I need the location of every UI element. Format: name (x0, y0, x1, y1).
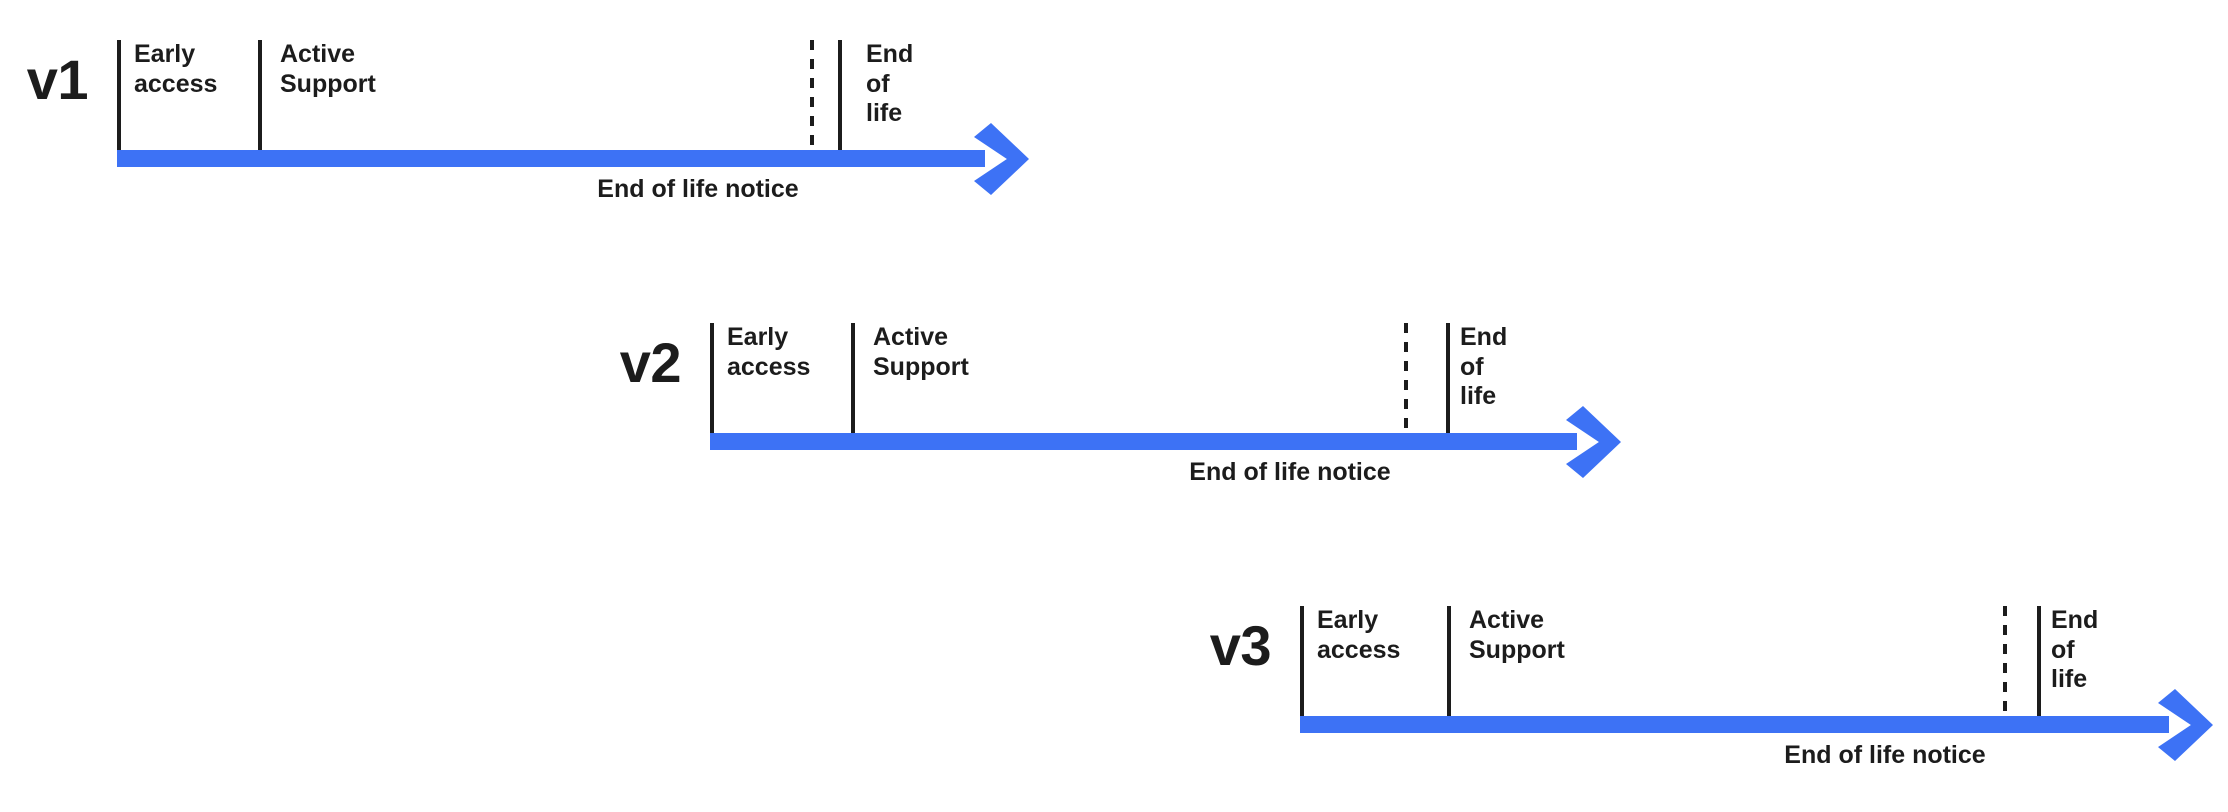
arrow-right-icon-v1 (974, 122, 1029, 195)
phase-label-v2-early-access: Early access (727, 323, 811, 381)
phase-label-v3-active-support: Active Support (1469, 606, 1565, 664)
end-of-life-notice-marker-v2 (1404, 323, 1408, 433)
version-label-v3: v3 (1209, 614, 1272, 677)
phase-label-v2-active-support: Active Support (873, 323, 969, 381)
end-of-life-notice-label-v3: End of life notice (1784, 741, 1986, 769)
phase-label-v3-end-of-life: End of life (2051, 606, 2099, 693)
phase-divider-v2-2 (1446, 323, 1450, 433)
phase-divider-v1-0 (117, 40, 121, 150)
phase-divider-v2-1 (851, 323, 855, 433)
version-label-v1: v1 (26, 48, 89, 111)
arrow-right-icon-v2 (1566, 405, 1621, 478)
phase-label-v3-early-access: Early access (1317, 606, 1401, 664)
arrow-right-icon-v3 (2158, 688, 2213, 761)
phase-divider-v2-0 (710, 323, 714, 433)
timeline-bar-v2 (710, 433, 1577, 450)
end-of-life-notice-marker-v3 (2003, 606, 2007, 716)
phase-divider-v3-1 (1447, 606, 1451, 716)
phase-divider-v3-0 (1300, 606, 1304, 716)
phase-divider-v3-2 (2037, 606, 2041, 716)
phase-label-v1-active-support: Active Support (280, 40, 376, 98)
end-of-life-notice-label-v1: End of life notice (597, 175, 799, 203)
phase-divider-v1-1 (258, 40, 262, 150)
timeline-bar-v3 (1300, 716, 2169, 733)
phase-label-v1-end-of-life: End of life (866, 40, 914, 127)
version-label-v2: v2 (619, 331, 682, 394)
timeline-bar-v1 (117, 150, 985, 167)
phase-label-v1-early-access: Early access (134, 40, 218, 98)
end-of-life-notice-label-v2: End of life notice (1189, 458, 1391, 486)
end-of-life-notice-marker-v1 (810, 40, 814, 150)
phase-divider-v1-2 (838, 40, 842, 150)
phase-label-v2-end-of-life: End of life (1460, 323, 1508, 410)
